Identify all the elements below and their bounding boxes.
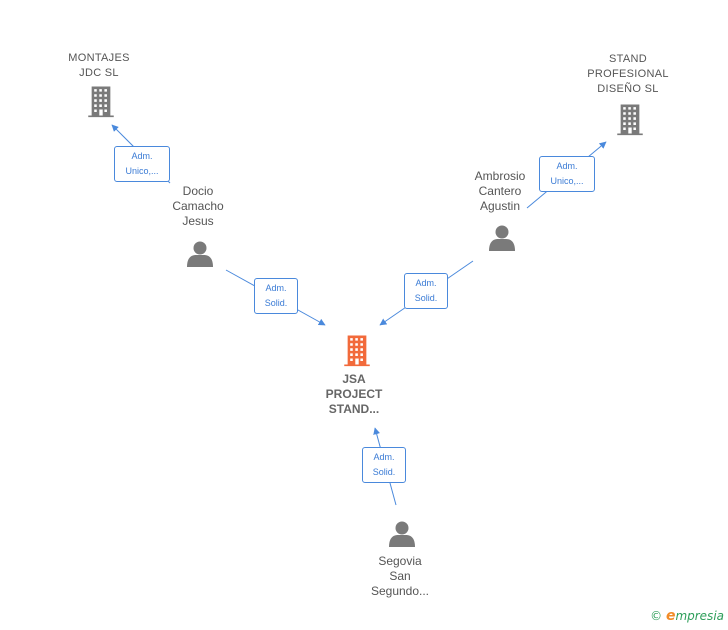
edge-label-docio-montajes[interactable]: Adm. Unico,... bbox=[114, 146, 170, 182]
brand-initial: e bbox=[665, 608, 676, 624]
node-label-docio[interactable]: Docio Camacho Jesus bbox=[172, 184, 224, 228]
edge-label-segovia-jsa[interactable]: Adm. Solid. bbox=[362, 447, 406, 483]
edge-label-docio-jsa[interactable]: Adm. Solid. bbox=[254, 278, 298, 314]
node-label-ambrosio[interactable]: Ambrosio Cantero Agustin bbox=[474, 169, 526, 213]
montajes-building-icon[interactable] bbox=[88, 86, 114, 118]
ambrosio-person-icon[interactable] bbox=[489, 225, 515, 252]
brand-name: mpresia bbox=[675, 609, 724, 623]
node-label-montajes[interactable]: MONTAJES JDC SL bbox=[68, 52, 130, 79]
copyright-symbol: © bbox=[650, 609, 663, 623]
jsa-building-icon[interactable] bbox=[344, 335, 370, 367]
node-label-stand[interactable]: STAND PROFESIONAL DISEÑO SL bbox=[587, 53, 669, 95]
edge-label-ambrosio-jsa[interactable]: Adm. Solid. bbox=[404, 273, 448, 309]
segovia-person-icon[interactable] bbox=[389, 521, 415, 548]
docio-person-icon[interactable] bbox=[187, 241, 213, 268]
node-label-segovia[interactable]: Segovia San Segundo... bbox=[370, 554, 430, 598]
empresia-watermark: © empresia bbox=[650, 608, 724, 624]
edge-label-ambrosio-stand[interactable]: Adm. Unico,... bbox=[539, 156, 595, 192]
stand-building-icon[interactable] bbox=[617, 104, 643, 136]
node-label-jsa[interactable]: JSA PROJECT STAND... bbox=[325, 372, 383, 416]
